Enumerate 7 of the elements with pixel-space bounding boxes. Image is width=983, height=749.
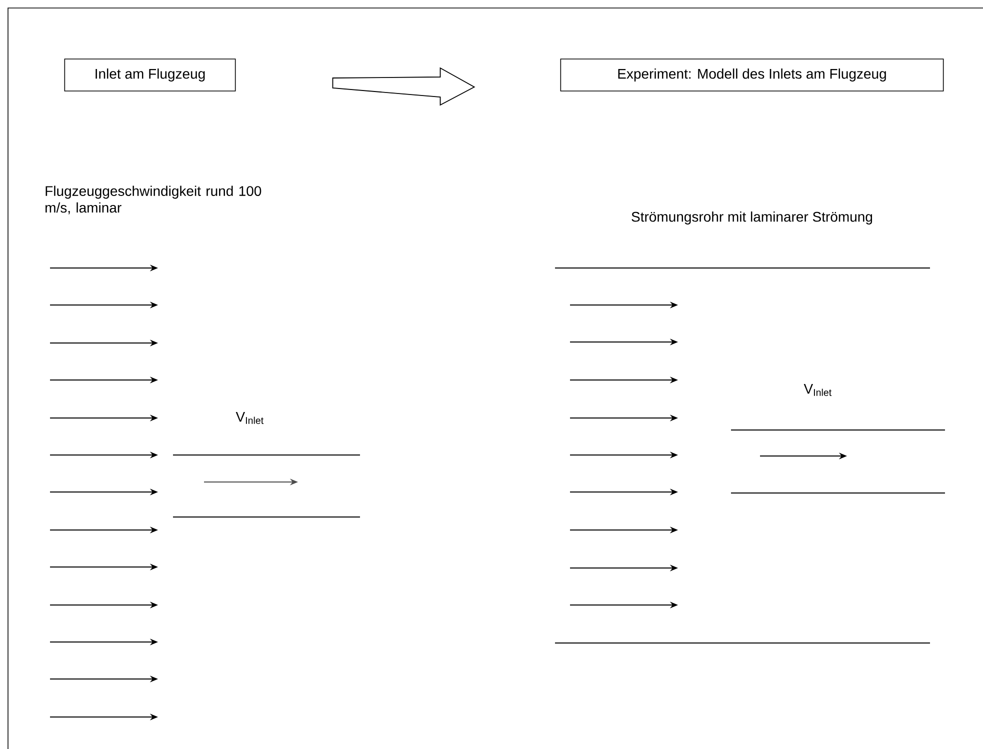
- block-arrow: [332, 67, 476, 106]
- label: Strömungsrohr mit laminarer Strömung: [632, 211, 872, 225]
- label: V$_{Inlet}$: [236, 412, 264, 424]
- text-box: Inlet am Flugzeug: [64, 58, 236, 92]
- text-box: Experiment: Modell des Inlets am Flugzeug: [560, 58, 944, 92]
- label: V$_{Inlet}$: [804, 384, 832, 396]
- label: Flugzeuggeschwindigkeit rund 100 m/s, laminar: [46, 186, 262, 214]
